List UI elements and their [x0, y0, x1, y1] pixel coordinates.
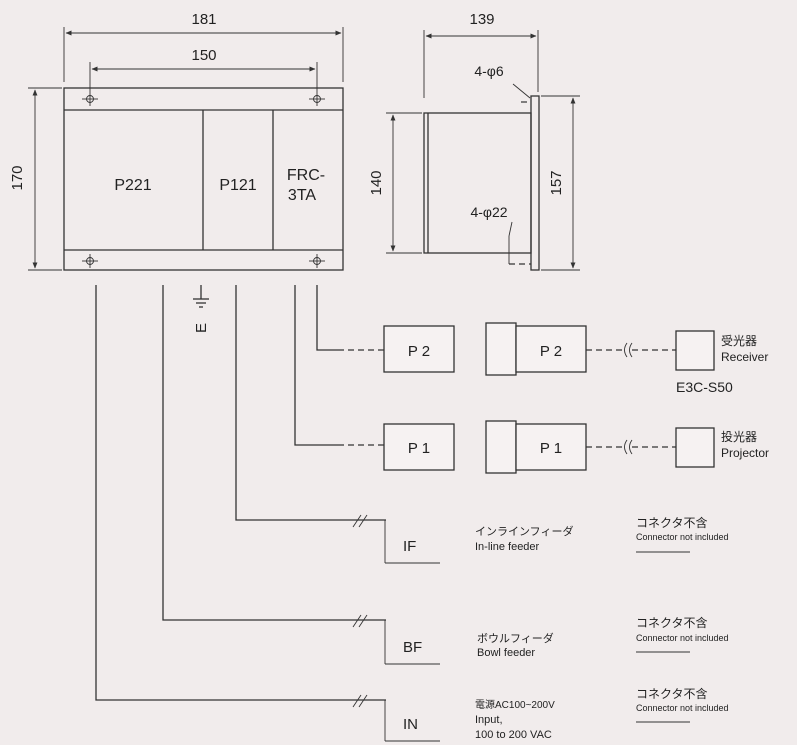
projector-label-en: Projector	[721, 446, 769, 460]
output-label-en: In-line feeder	[475, 541, 540, 553]
output-label-en: Bowl feeder	[477, 647, 535, 659]
receiver-label-en: Receiver	[721, 350, 768, 364]
dim-side-depth: 139	[469, 11, 494, 28]
unit-frc-line1: FRC-	[287, 167, 325, 184]
projector-sensor: 投光器 Projector	[675, 427, 769, 468]
dim-overall-width: 181	[191, 11, 216, 28]
ground-label: E	[193, 323, 210, 333]
projector-label-jp: 投光器	[721, 429, 757, 444]
wiring-lines	[95, 285, 440, 742]
connector-p1-label: P 1	[408, 440, 430, 457]
output-bf: BF ボウルフィーダ Bowl feeder コネクタ不含 Connector …	[403, 615, 729, 659]
dim-hole-spacing: 150	[191, 47, 216, 64]
connector-note-jp: コネクタ不含	[636, 686, 708, 701]
output-in: IN 電源AC100~200V Input, 100 to 200 VAC コネ…	[403, 686, 729, 741]
mounting-hole	[82, 92, 98, 106]
ground-symbol: E	[193, 285, 210, 333]
receiver-label-jp: 受光器	[721, 334, 757, 348]
sensor-model: E3C-S50	[676, 379, 733, 395]
connector-note-en: Connector not included	[636, 532, 729, 542]
unit-frc-line2: 3TA	[288, 187, 316, 204]
connector-p2-sensor-label: P 2	[540, 343, 562, 360]
mounting-hole	[309, 92, 325, 106]
dimension-150: 150	[89, 47, 318, 92]
output-label-jp: ボウルフィーダ	[477, 631, 554, 645]
output-code: IF	[403, 538, 416, 555]
connector-p1-sensor: P 1	[485, 420, 676, 474]
connector-note-en: Connector not included	[636, 703, 729, 713]
connector-p2-label: P 2	[408, 343, 430, 360]
connector-p2-controller: P 2	[383, 325, 455, 373]
output-label-jp: インラインフィーダ	[475, 524, 573, 538]
dim-side-height: 157	[548, 170, 565, 195]
unit-p221: P221	[114, 177, 151, 194]
output-if: IF インラインフィーダ In-line feeder コネクタ不含 Conne…	[403, 515, 729, 555]
output-label-en2: 100 to 200 VAC	[475, 729, 552, 741]
dim-height: 170	[9, 165, 26, 190]
dimension-181: 181	[63, 11, 344, 82]
receiver-sensor: 受光器 Receiver E3C-S50	[675, 330, 768, 395]
connector-p1-controller: P 1	[383, 423, 455, 471]
connector-note-en: Connector not included	[636, 633, 729, 643]
output-label-en: Input,	[475, 714, 503, 726]
mounting-hole	[309, 254, 325, 268]
label-mounting-holes: 4-φ6	[474, 63, 504, 79]
output-code: BF	[403, 639, 422, 656]
side-view: 139 140 157 4-φ6 4-φ22	[368, 11, 580, 271]
label-cable-holes: 4-φ22	[470, 204, 507, 220]
output-code: IN	[403, 716, 418, 733]
connector-p2-sensor: P 2	[485, 322, 676, 376]
front-view: P221 P121 FRC- 3TA	[63, 87, 344, 271]
dim-hole-vertical-spacing: 140	[368, 170, 385, 195]
dimension-170: 170	[9, 87, 62, 271]
connector-note-jp: コネクタ不含	[636, 515, 708, 530]
connector-note-jp: コネクタ不含	[636, 615, 708, 630]
unit-p121: P121	[219, 177, 256, 194]
output-label-jp: 電源AC100~200V	[475, 698, 555, 711]
mounting-hole	[82, 254, 98, 268]
connector-p1-sensor-label: P 1	[540, 440, 562, 457]
